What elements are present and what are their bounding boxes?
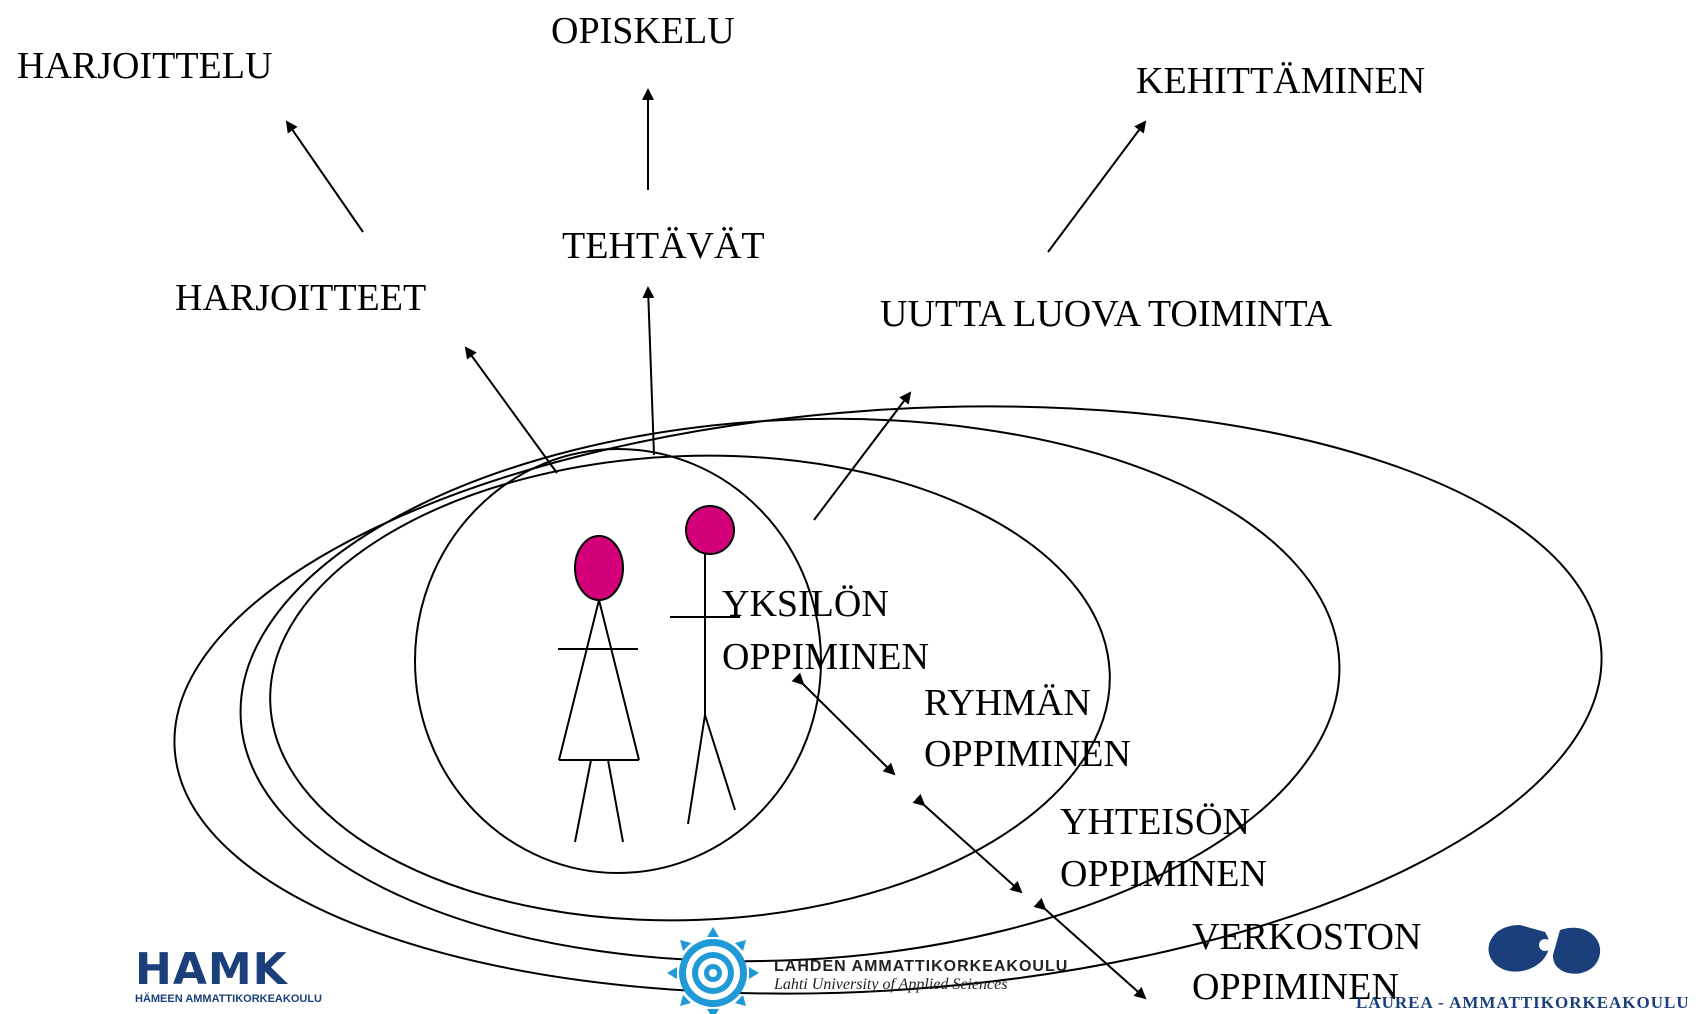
label-tehtavat: TEHTÄVÄT — [562, 225, 765, 267]
label-opiskelu: OPISKELU — [551, 10, 735, 52]
ryhma-ellipse — [269, 454, 1111, 922]
laurea-logo-name: LAUREA - AMMATTIKORKEAKOULU — [1356, 993, 1690, 1012]
label-yhteison: YHTEISÖN — [1060, 801, 1250, 843]
arrow-to-harjoittelu — [285, 120, 364, 233]
label-verkoston-oppiminen: OPPIMINEN — [1192, 966, 1399, 1008]
label-uutta-luova: UUTTA LUOVA TOIMINTA — [880, 293, 1333, 335]
label-ryhman-oppiminen: OPPIMINEN — [924, 733, 1131, 775]
hamk-logo-name: HAMK — [135, 944, 288, 995]
hamk-logo: HAMK HÄMEEN AMMATTIKORKEAKOULU — [135, 948, 322, 1005]
arrow-to-uutta-luova — [813, 391, 912, 521]
man-figure-icon — [670, 505, 740, 825]
verkosto-ellipse — [173, 405, 1603, 995]
woman-figure-icon — [558, 535, 640, 843]
arrow-yhteiso-verkosto — [1033, 897, 1147, 1000]
label-yksilon: YKSILÖN — [722, 583, 889, 625]
arrow-yksilo-ryhma — [791, 672, 896, 776]
label-harjoitteet: HARJOITTEET — [175, 277, 427, 319]
arrow-ryhma-yhteiso — [912, 793, 1023, 894]
arrow-to-tehtavat — [642, 286, 655, 456]
yksilo-circle — [414, 448, 822, 874]
arrow-to-harjoitteet — [464, 346, 558, 474]
label-yhteison-oppiminen: OPPIMINEN — [1060, 853, 1267, 895]
lahti-logo-subtitle: Lahti University of Applied Sciences — [774, 976, 1008, 993]
label-yksilon-oppiminen: OPPIMINEN — [722, 636, 929, 678]
lahti-logo-name: LAHDEN AMMATTIKORKEAKOULU — [774, 958, 1069, 975]
hamk-logo-subtitle: HÄMEEN AMMATTIKORKEAKOULU — [135, 993, 322, 1005]
yhteiso-ellipse — [239, 417, 1341, 963]
arrow-to-kehittaminen — [1047, 120, 1147, 253]
lahti-swirl-icon — [667, 927, 759, 1014]
laurea-emblem-icon — [1488, 925, 1601, 974]
label-harjoittelu: HARJOITTELU — [17, 45, 273, 87]
label-ryhman: RYHMÄN — [924, 682, 1091, 724]
label-verkoston: VERKOSTON — [1192, 916, 1422, 958]
lahti-logo: LAHDEN AMMATTIKORKEAKOULU Lahti Universi… — [774, 959, 1068, 993]
label-kehittaminen: KEHITTÄMINEN — [1136, 60, 1426, 102]
